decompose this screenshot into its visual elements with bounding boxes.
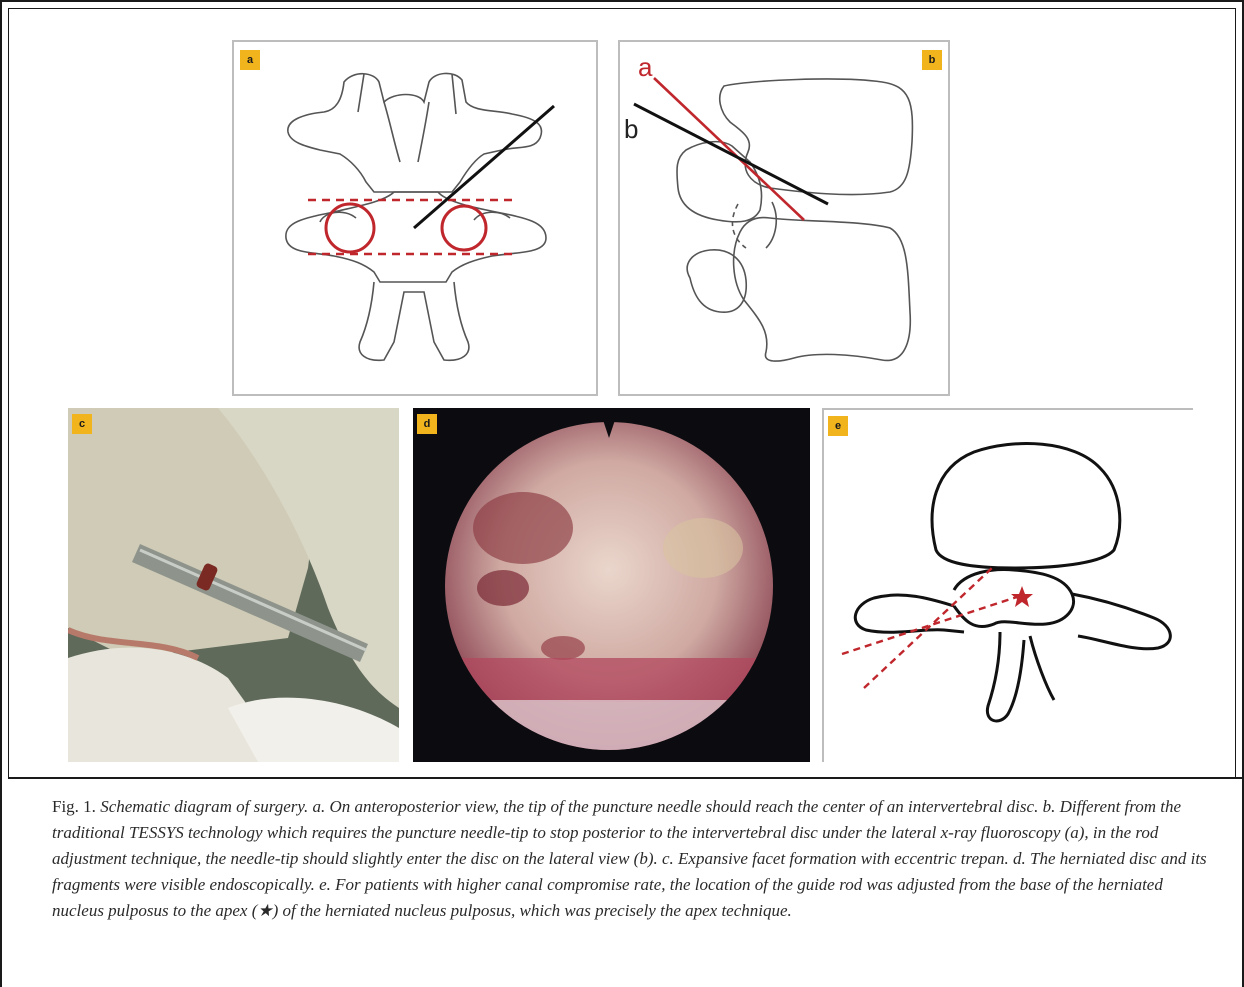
caption-text: Schematic diagram of surgery. a. On ante… — [52, 797, 1207, 920]
panel-d-tag: d — [417, 414, 437, 434]
panel-e-tag: e — [828, 416, 848, 436]
frame-top-rule — [0, 0, 1244, 2]
vertebra-outline — [286, 73, 546, 360]
frame-left-rule — [0, 0, 2, 987]
caption-figure-number: Fig. 1. — [52, 797, 96, 816]
axial-vertebra-outline — [855, 444, 1170, 721]
panel-a-ap-view-diagram: a — [232, 40, 598, 396]
line-b-rod-adjustment — [634, 104, 828, 204]
figure-caption: Fig. 1. Schematic diagram of surgery. a.… — [52, 794, 1212, 924]
line-a-label: a — [638, 52, 653, 82]
line-b-label: b — [624, 114, 638, 144]
surgical-photo-illustration — [68, 408, 399, 762]
endoscopic-view-illustration — [413, 408, 810, 762]
panel-c-tag: c — [72, 414, 92, 434]
right-pedicle-circle — [442, 206, 486, 250]
left-pedicle-circle — [326, 204, 374, 252]
panel-c-surgical-photo: c — [68, 408, 399, 762]
panel-a-tag: a — [240, 50, 260, 70]
apex-trajectory-lines — [842, 568, 1020, 688]
panel-d-endoscopic-view: d — [413, 408, 810, 762]
vertebral-body — [932, 444, 1120, 568]
pedicle-circles — [326, 204, 486, 252]
apex-star-icon — [1011, 586, 1033, 607]
panel-b-tag: b — [922, 50, 942, 70]
trajectory-to-base — [864, 568, 992, 688]
lateral-view-drawing: a b — [620, 42, 948, 394]
axial-view-drawing — [824, 410, 1193, 762]
ap-view-drawing — [234, 42, 596, 394]
panel-e-axial-view-diagram: e — [822, 408, 1193, 762]
line-a-traditional — [654, 78, 804, 220]
caption-divider — [8, 777, 1244, 779]
lateral-vertebra-outline — [677, 79, 912, 361]
panel-b-lateral-view-diagram: a b b — [618, 40, 950, 396]
